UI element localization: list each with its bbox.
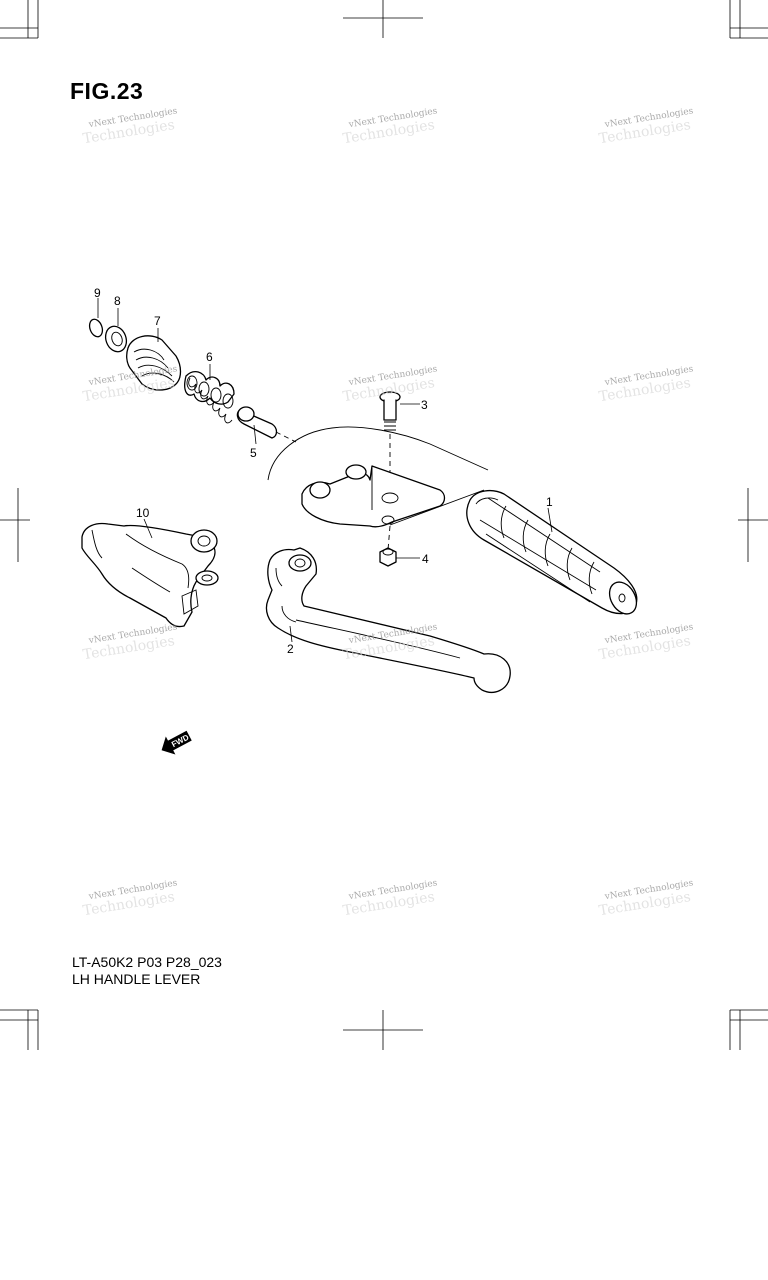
figure-title: FIG.23 [70,78,144,104]
callout-5: 5 [250,446,257,460]
part-6-spring [184,364,235,424]
part-10-lever-holder [81,518,219,628]
figure-name: LH HANDLE LEVER [72,971,201,987]
part-2-lever [265,547,511,693]
fwd-arrow: FWD [161,730,192,755]
crop-marks [0,0,768,1050]
callout-1: 1 [546,495,553,509]
part-8-washer [104,308,128,353]
lever-bracket [301,464,446,551]
part-5-pin [236,406,297,445]
callout-3: 3 [421,398,428,412]
figure-code: LT-A50K2 P03 P28_023 [72,954,222,970]
part-1-grip [466,489,638,615]
part-4-nut [379,547,420,567]
callout-6: 6 [206,350,213,364]
part-9-circlip [88,298,104,338]
callout-2: 2 [287,642,294,656]
callout-8: 8 [114,294,121,308]
callout-9: 9 [94,286,101,300]
part-7-boot [126,328,182,391]
callout-labels: 1 2 3 4 5 6 7 8 9 10 [94,286,553,656]
callout-4: 4 [422,552,429,566]
callout-10: 10 [136,506,150,520]
callout-7: 7 [154,314,161,328]
